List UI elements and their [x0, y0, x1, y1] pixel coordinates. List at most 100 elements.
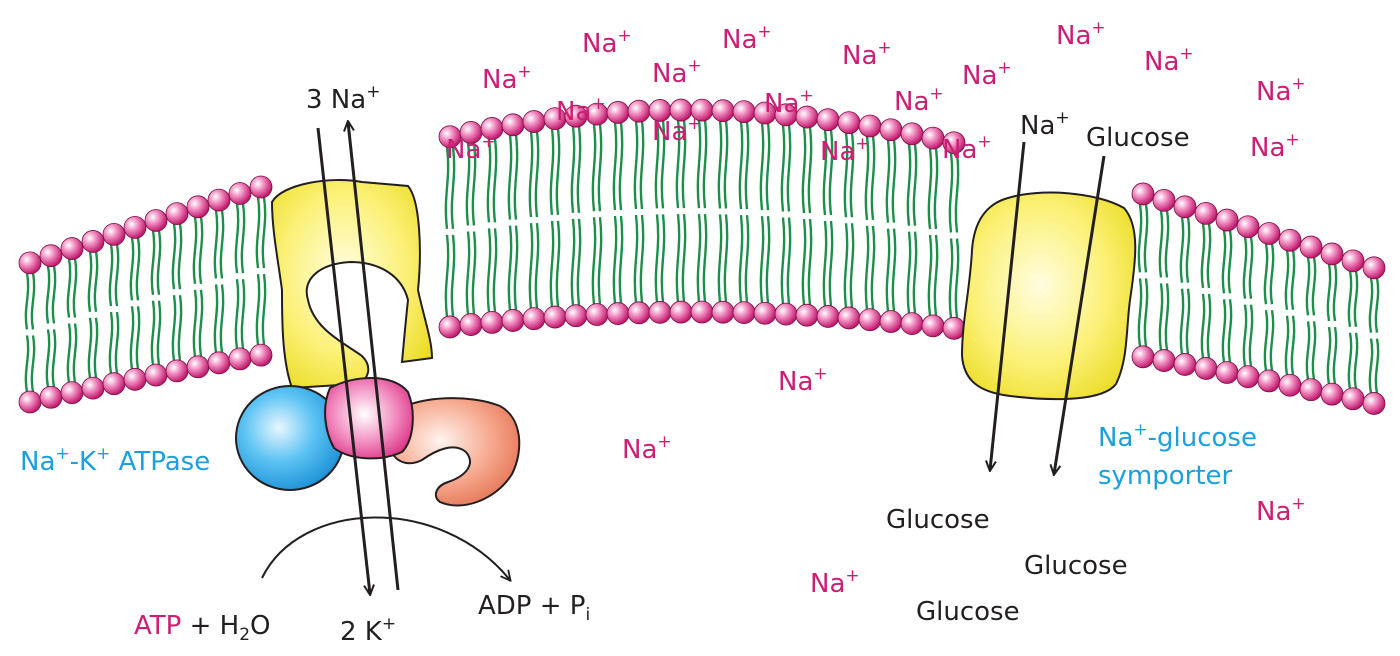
lipid-tail: [1137, 203, 1143, 273]
lipid-tail: [591, 217, 597, 305]
label-atpase: Na+-K+ ATPase: [20, 444, 210, 477]
lipid-tail: [948, 152, 954, 233]
lipid-tail: [156, 300, 162, 366]
lipid-tail: [933, 147, 939, 230]
label-3-na: 3 Na+: [306, 82, 380, 115]
lipid-head: [522, 110, 546, 133]
lipid-head: [1257, 222, 1281, 245]
lipid-tail: [870, 225, 876, 310]
lipid-head: [1236, 215, 1260, 239]
lipid-tail: [954, 152, 960, 233]
lipid-head: [921, 126, 945, 150]
lipid-tail: [591, 123, 597, 212]
lipid-head: [1278, 373, 1302, 397]
lipid-head: [501, 113, 525, 137]
lipid-tail: [1164, 210, 1170, 278]
lipid-tail: [1305, 256, 1311, 316]
lipid-tail: [24, 272, 30, 330]
lipid-tail: [1368, 338, 1374, 394]
sodium-ion-label: Na+: [582, 26, 632, 59]
lipid-tail: [87, 251, 93, 312]
lipid-tail: [135, 237, 141, 301]
sodium-ion-label: Na+: [652, 56, 702, 89]
lipid-head: [1152, 188, 1176, 212]
lipid-tail: [849, 223, 855, 309]
lipid-tail: [1311, 256, 1317, 316]
lipid-head: [186, 355, 210, 379]
lipid-tail: [717, 120, 723, 209]
lipid-head: [942, 316, 966, 340]
lipid-tail: [192, 289, 198, 357]
lipid-tail: [219, 284, 225, 353]
lipid-tail: [1263, 309, 1269, 372]
lipid-tail: [513, 225, 519, 311]
lipid-head: [1299, 235, 1323, 259]
lipid-tail: [765, 122, 771, 211]
sodium-ion-label: Na+: [556, 94, 606, 127]
lipid-head: [81, 376, 105, 400]
lipid-tail: [954, 238, 960, 319]
glucose-symport-arrow: [1054, 155, 1106, 474]
lipid-tail: [864, 225, 870, 310]
lipid-tail: [108, 244, 114, 307]
lipid-tail: [597, 123, 603, 212]
lipid-head: [816, 305, 840, 328]
lipid-tail: [1137, 278, 1143, 347]
label-glucose-2: Glucose: [1024, 551, 1128, 581]
lipid-head: [1131, 345, 1155, 369]
lipid-tail: [1290, 250, 1296, 310]
lipid-head: [1215, 208, 1239, 232]
lipid-head: [837, 306, 861, 330]
lipid-head: [858, 308, 882, 332]
lipid-head: [942, 131, 966, 155]
lipid-head: [627, 301, 651, 325]
lipid-tail: [864, 135, 870, 220]
lipid-head: [1236, 365, 1260, 389]
sodium-ion-label: Na+: [842, 38, 892, 71]
lipid-head: [459, 313, 483, 336]
lipid-tail: [786, 217, 792, 305]
lipid-tail: [738, 121, 744, 210]
lipid-tail: [492, 138, 498, 223]
lipid-tail: [1326, 326, 1332, 385]
lipid-tail: [702, 120, 708, 209]
lipid-head: [1215, 361, 1239, 384]
lipid-tail: [219, 209, 225, 279]
lipid-tail: [843, 132, 849, 218]
lipid-tail: [891, 228, 897, 312]
lipid-head: [711, 300, 735, 324]
lipid-tail: [1347, 270, 1353, 328]
lipid-head: [711, 99, 735, 123]
lipid-head: [186, 195, 210, 219]
lipid-head: [732, 301, 756, 325]
lipid-head: [900, 312, 924, 336]
sodium-ion-label: Na+: [1144, 44, 1194, 77]
lipid-tail: [45, 329, 51, 388]
lipid-head: [228, 347, 252, 371]
lipid-tail: [1248, 236, 1254, 299]
sodium-ion-label: Na+: [820, 134, 870, 167]
lipid-tail: [1353, 332, 1359, 389]
lipid-tail: [129, 237, 135, 301]
lipid-tail: [660, 120, 666, 209]
lipid-tail: [1305, 321, 1311, 380]
lipid-tail: [1200, 223, 1206, 289]
lipid-tail: [633, 214, 639, 303]
lipid-bilayer: [18, 98, 1386, 415]
lipid-tail: [24, 335, 30, 393]
lipid-head: [102, 372, 126, 396]
lipid-tail: [1290, 315, 1296, 376]
lipid-tail: [906, 143, 912, 226]
lipid-tail: [1284, 250, 1290, 310]
lipid-tail: [681, 213, 687, 303]
lipid-tail: [198, 289, 204, 357]
lipid-tail: [654, 120, 660, 209]
lipid-tail: [639, 214, 645, 303]
label-glucose-top: Glucose: [1086, 123, 1190, 153]
lipid-tail: [702, 213, 708, 303]
lipid-tail: [765, 216, 771, 304]
lipid-tail: [507, 225, 513, 311]
lipid-tail: [1143, 203, 1149, 273]
lipid-head: [1320, 382, 1344, 406]
sodium-ion-label: Na+: [622, 432, 672, 465]
